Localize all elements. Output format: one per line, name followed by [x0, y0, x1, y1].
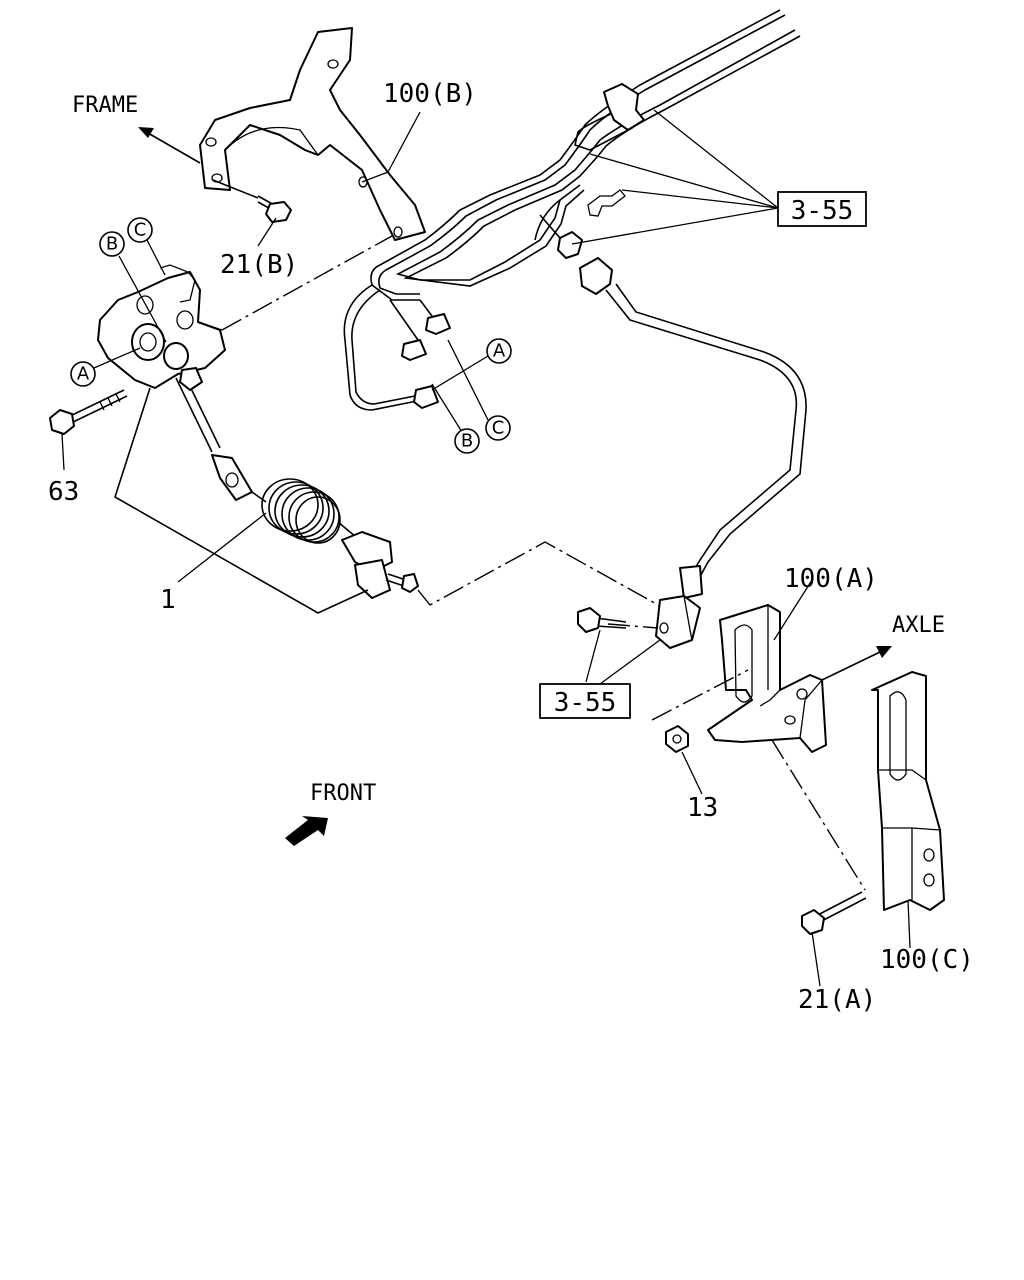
leader-lines: [61, 109, 911, 987]
bracket-100c: [871, 671, 945, 911]
connector-a-left: A: [70, 361, 96, 387]
svg-text:C: C: [492, 418, 505, 439]
part-label-13: 13: [687, 793, 718, 823]
bolt-63: [49, 389, 128, 435]
frame-label: FRAME: [72, 93, 138, 118]
connector-c-right: C: [485, 415, 511, 441]
part-label-100a: 100(A): [784, 564, 878, 594]
flex-hose: [579, 257, 807, 599]
part-label-100c: 100(C): [880, 945, 974, 975]
axle-direction-arrow: [821, 646, 892, 681]
center-lines: [221, 235, 866, 891]
coil-spring: [261, 478, 341, 544]
fitting-upper: [539, 214, 583, 259]
pipe-clip: [603, 83, 645, 131]
reference-label: 3-55: [791, 196, 854, 226]
bracket-100b: [199, 27, 426, 241]
nut-13: [665, 725, 689, 753]
reference-box-top[interactable]: 3-55: [777, 191, 867, 227]
bolt-21a: [801, 891, 867, 935]
reference-label: 3-55: [554, 688, 617, 718]
part-label-100b: 100(B): [383, 79, 477, 109]
valve-body: [97, 264, 226, 389]
front-label: FRONT: [310, 781, 376, 806]
part-label-63: 63: [48, 477, 79, 507]
frame-direction-arrow: [138, 127, 201, 164]
connector-c-upper: C: [127, 217, 153, 243]
spring-rod-assembly: [175, 367, 419, 599]
axle-label: AXLE: [892, 613, 945, 638]
part-label-21a: 21(A): [798, 985, 876, 1015]
svg-text:A: A: [77, 364, 90, 385]
bracket-100a: [707, 604, 827, 753]
svg-text:B: B: [461, 431, 473, 452]
fitting-a: [401, 313, 451, 409]
part-label-1: 1: [160, 585, 176, 615]
bolt-21b: [257, 195, 292, 223]
front-direction-arrow: [285, 816, 328, 846]
svg-text:A: A: [493, 341, 506, 362]
connector-a-right: A: [486, 338, 512, 364]
pipe-retainer: [587, 189, 626, 217]
part-label-21b: 21(B): [220, 250, 298, 280]
bolt-3-55: [577, 607, 627, 633]
reference-box-mid[interactable]: 3-55: [539, 683, 631, 719]
connector-b-right: B: [454, 428, 480, 454]
hose-end-block: [655, 595, 701, 649]
svg-text:B: B: [106, 234, 118, 255]
connector-b-upper: B: [99, 231, 125, 257]
svg-text:C: C: [134, 220, 147, 241]
